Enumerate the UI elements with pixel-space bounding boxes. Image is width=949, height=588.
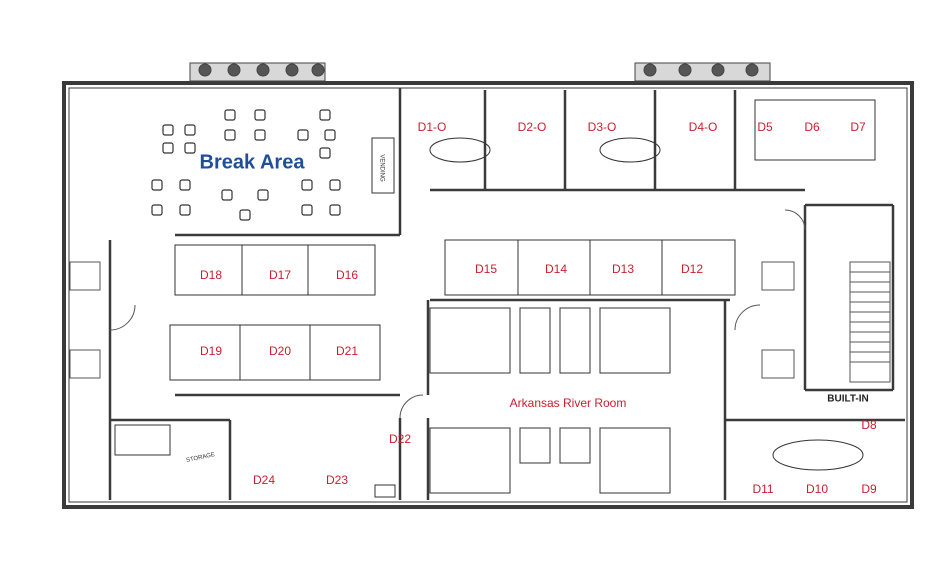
built-in-label: BUILT-IN bbox=[827, 393, 869, 405]
desk-label-d15: D15 bbox=[474, 262, 498, 276]
desk-label-d14: D14 bbox=[544, 262, 568, 276]
doors bbox=[109, 209, 806, 419]
river-room-tables bbox=[429, 307, 671, 494]
desk-label-d7: D7 bbox=[850, 120, 866, 134]
desk-label-d2-o: D2-O bbox=[517, 120, 547, 134]
desk-label-d6: D6 bbox=[804, 120, 820, 134]
desk-label-d18: D18 bbox=[199, 268, 223, 282]
desk-label-d16: D16 bbox=[335, 268, 359, 282]
desk-label-d17: D17 bbox=[268, 268, 292, 282]
break-area-furniture bbox=[151, 109, 341, 221]
desk-label-d22: D22 bbox=[388, 432, 412, 446]
desk-label-d10: D10 bbox=[805, 482, 829, 496]
workstations bbox=[169, 99, 876, 471]
break-appliances bbox=[114, 137, 396, 498]
vending-label: VENDING bbox=[378, 154, 385, 182]
rooftop-units bbox=[189, 62, 771, 82]
desk-label-d1-o: D1-O bbox=[417, 120, 447, 134]
outer-walls bbox=[62, 81, 914, 509]
desk-label-d19: D19 bbox=[199, 344, 223, 358]
desk-label-d20: D20 bbox=[268, 344, 292, 358]
arkansas-river-room-label: Arkansas River Room bbox=[509, 396, 627, 410]
desk-label-d9: D9 bbox=[861, 482, 877, 496]
desk-label-d23: D23 bbox=[325, 473, 349, 487]
desk-label-d3-o: D3-O bbox=[587, 120, 617, 134]
desk-label-d21: D21 bbox=[335, 344, 359, 358]
desk-label-d4-o: D4-O bbox=[688, 120, 718, 134]
desk-label-d8: D8 bbox=[861, 418, 877, 432]
desk-label-d5: D5 bbox=[757, 120, 773, 134]
break-area-title: Break Area bbox=[199, 151, 305, 174]
interior-walls bbox=[108, 88, 905, 500]
desk-label-d11: D11 bbox=[752, 482, 774, 496]
desk-label-d13: D13 bbox=[611, 262, 635, 276]
desk-label-d12: D12 bbox=[680, 262, 704, 276]
desk-label-d24: D24 bbox=[252, 473, 276, 487]
stairs bbox=[69, 261, 891, 383]
